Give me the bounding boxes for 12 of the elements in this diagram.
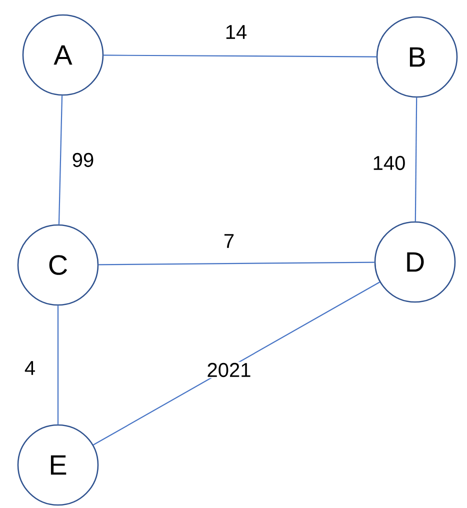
edge-line: [98, 262, 374, 266]
edge-label: 14: [224, 24, 248, 40]
edge-line: [57, 306, 59, 424]
edge-line: [104, 54, 376, 58]
edge-label: 140: [371, 154, 407, 172]
edge-label: 99: [70, 152, 96, 168]
edge-line: [58, 96, 63, 224]
edge-line: [414, 98, 418, 222]
edge-label: 7: [222, 233, 236, 249]
edge-label: 2021: [206, 362, 252, 378]
edge-line: [93, 282, 380, 446]
edge-label: 4: [23, 360, 37, 376]
